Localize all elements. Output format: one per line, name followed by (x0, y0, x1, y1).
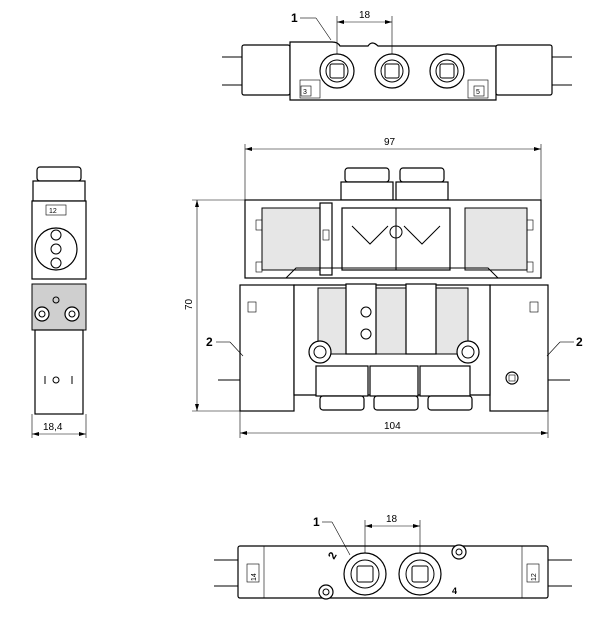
top-pitch-dimension: 18 (359, 10, 371, 21)
bottom-pitch-dimension: 18 (386, 514, 398, 525)
top-view: 3 5 18 1 (222, 10, 572, 101)
port-mark-5: 5 (476, 89, 480, 96)
bottom-port-mark-12: 12 (531, 573, 538, 581)
callout-2-right: 2 (576, 335, 583, 349)
front-height-dimension: 70 (184, 298, 195, 310)
front-view: 97 70 104 2 2 (184, 137, 583, 438)
fitting (343, 552, 387, 596)
callout-2-left: 2 (206, 335, 213, 349)
callout-1-bottom: 1 (313, 515, 320, 529)
bottom-view: 14 12 2 4 18 1 (214, 514, 572, 600)
callout-1-top: 1 (291, 11, 298, 25)
front-overall-width-dimension: 104 (384, 421, 401, 432)
fitting (429, 53, 465, 89)
side-port-mark-12: 12 (49, 208, 57, 215)
front-width-dimension: 97 (384, 137, 396, 148)
bottom-port-mark-2: 2 (326, 550, 339, 561)
fitting (319, 53, 355, 89)
bottom-port-mark-14: 14 (251, 573, 258, 581)
side-width-dimension: 18,4 (43, 422, 63, 433)
fitting (374, 53, 410, 89)
port-mark-3: 3 (303, 89, 307, 96)
bottom-port-mark-4: 4 (452, 586, 457, 596)
fitting (398, 552, 442, 596)
side-view: 12 18,4 (31, 166, 87, 438)
